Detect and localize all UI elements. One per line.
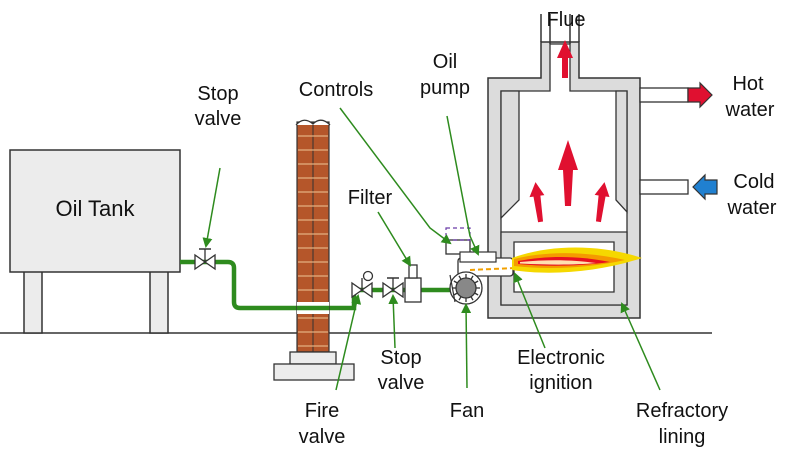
hot-gas-arrows	[529, 40, 610, 223]
leader-fire-valve	[335, 294, 362, 391]
burner-unit	[445, 227, 516, 305]
fuel-pipe	[180, 259, 455, 311]
diagram-labels: Flue Stop valve Controls Oil pump Hot wa…	[195, 9, 777, 448]
filter	[404, 264, 422, 303]
leader-stop-valve-1	[202, 167, 221, 248]
brick-wall	[273, 119, 355, 381]
stop-valve-1-label-line2: valve	[195, 108, 242, 130]
controls-label: Controls	[299, 79, 373, 101]
fire-valve-label-line1: Fire	[305, 400, 339, 422]
burner-flame	[512, 247, 642, 273]
leader-controls	[339, 107, 452, 245]
leader-fan	[461, 303, 472, 389]
leader-filter	[377, 211, 412, 267]
oil-tank: Oil Tank	[9, 149, 181, 334]
flue-label: Flue	[547, 9, 586, 31]
fire-valve	[351, 270, 374, 299]
refractory-lining-label-line2: lining	[659, 426, 706, 448]
stop-valve-tank	[194, 248, 216, 271]
cold-water-label-line1: Cold	[733, 171, 774, 193]
flue-arrow	[557, 40, 573, 78]
leader-refractory	[620, 302, 661, 391]
boiler-furnace	[487, 14, 689, 319]
fan-label: Fan	[450, 400, 484, 422]
cold-water-label-line2: water	[727, 197, 777, 219]
leader-oil-pump	[446, 115, 480, 256]
oil-pump-label-line2: pump	[420, 77, 470, 99]
filter-label: Filter	[348, 187, 393, 209]
cold-water-arrow	[692, 173, 718, 201]
hot-water-label-line1: Hot	[732, 73, 764, 95]
hot-water-arrow	[687, 81, 713, 109]
hot-water-label-line2: water	[725, 99, 775, 121]
electronic-ignition-label-line1: Electronic	[517, 347, 605, 369]
oil-pump-label-line1: Oil	[433, 51, 457, 73]
stop-valve-2-label-line2: valve	[378, 372, 425, 394]
stop-valve-2-label-line1: Stop	[380, 347, 421, 369]
leader-lines	[202, 107, 661, 391]
oil-tank-label: Oil Tank	[55, 196, 135, 221]
fire-valve-label-line2: valve	[299, 426, 346, 448]
stop-valve-inline	[382, 277, 404, 299]
refractory-lining-label-line1: Refractory	[636, 400, 728, 422]
stop-valve-1-label-line1: Stop	[197, 83, 238, 105]
electronic-ignition-label-line2: ignition	[529, 372, 592, 394]
leader-ignition	[513, 272, 546, 349]
leader-stop-valve-2	[388, 294, 399, 349]
